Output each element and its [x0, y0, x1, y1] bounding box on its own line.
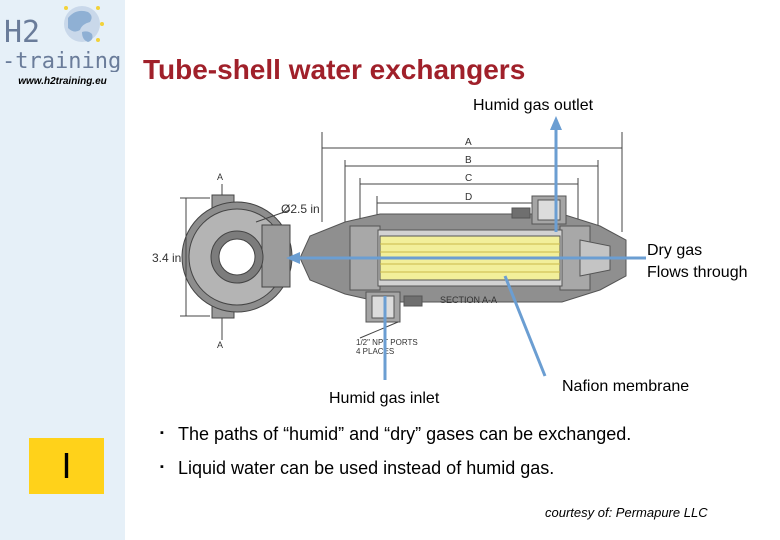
- dim-diameter: Ø2.5 in: [281, 202, 320, 216]
- lesson-marker: I: [29, 438, 104, 494]
- dim-a: A: [465, 137, 472, 148]
- bullet-text: The paths of “humid” and “dry” gases can…: [178, 424, 632, 444]
- end-view: [180, 184, 293, 340]
- logo-url: www.h2training.eu: [18, 76, 107, 87]
- bullet-item: ▪ Liquid water can be used instead of hum…: [160, 452, 631, 486]
- dim-cut-a-bottom: A: [217, 340, 223, 350]
- dim-d: D: [465, 192, 472, 203]
- dim-cut-a-top: A: [217, 172, 223, 182]
- label-humid-inlet: Humid gas inlet: [329, 390, 440, 407]
- ports-note-line1: 1/2" NPT PORTS: [356, 338, 418, 347]
- nafion-pointer: [503, 275, 547, 377]
- page-title: Tube-shell water exchangers: [143, 54, 526, 85]
- label-dry-gas-line2: Flows through: [647, 264, 748, 281]
- bullet-item: ▪ The paths of “humid” and “dry” gases ca…: [160, 418, 631, 452]
- flow-arrows: [298, 126, 646, 380]
- dim-c: C: [465, 173, 472, 184]
- bullet-marker-icon: ▪: [160, 460, 164, 473]
- dim-b: B: [465, 155, 472, 166]
- h2-training-logo: H2 -training: [2, 6, 121, 72]
- logo-h2: H2: [4, 15, 40, 50]
- section-label: SECTION A-A: [440, 295, 497, 305]
- dim-height: 3.4 in: [152, 251, 181, 265]
- bullet-text: Liquid water can be used instead of humi…: [178, 457, 555, 478]
- membrane-hatching: [380, 243, 560, 273]
- bullet-list: ▪ The paths of “humid” and “dry” gases ca…: [160, 418, 631, 486]
- image-credit: courtesy of: Permapure LLC: [545, 505, 708, 520]
- bullet-marker-icon: ▪: [160, 426, 164, 439]
- label-dry-gas-line1: Dry gas: [647, 242, 703, 259]
- logo-training: -training: [2, 49, 121, 72]
- ports-note-line2: 4 PLACES: [356, 347, 394, 356]
- label-nafion-membrane: Nafion membrane: [562, 378, 690, 395]
- label-humid-outlet: Humid gas outlet: [473, 97, 594, 114]
- arrow-heads: [286, 116, 562, 264]
